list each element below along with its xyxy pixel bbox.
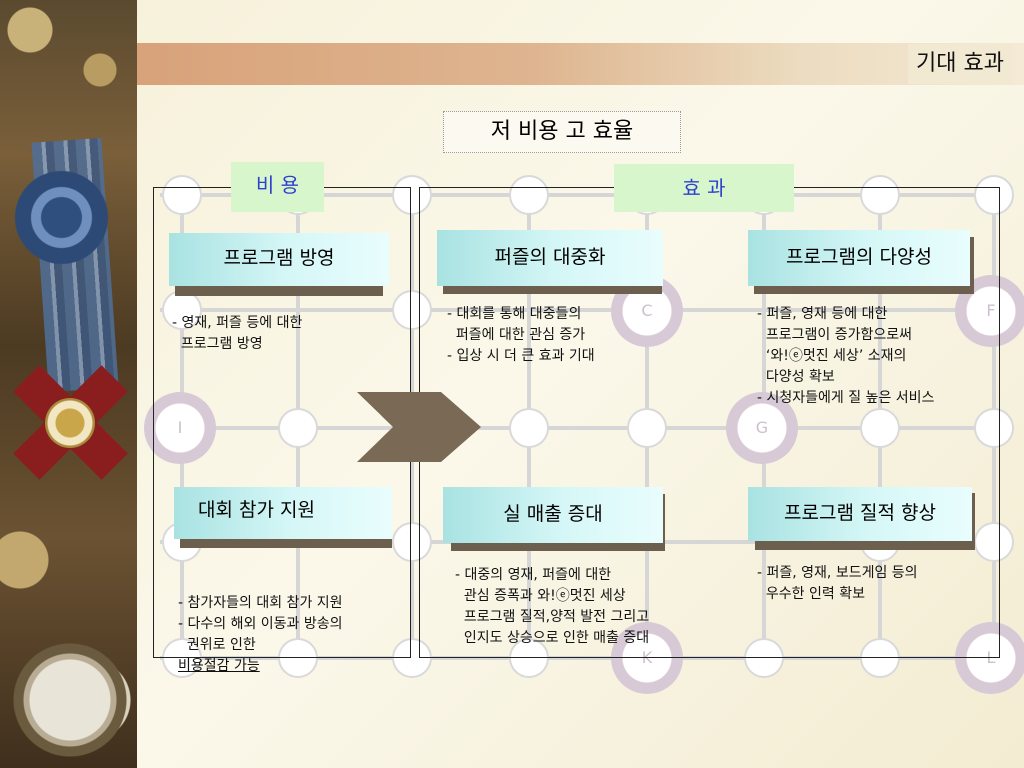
effect-label: 효 과	[614, 164, 794, 212]
desc-line: - 대중의 영재, 퍼즐에 대한	[455, 567, 612, 583]
side-decorative-image	[0, 0, 159, 768]
desc-line: 인지도 상승으로 인한 매출 증대	[455, 630, 650, 646]
desc-line: - 입상 시 더 큰 효과 기대	[447, 348, 595, 364]
grid-node-g: G	[726, 392, 798, 464]
page-title: 기대 효과	[908, 44, 1012, 84]
medal-center	[45, 398, 95, 448]
box-contest-support: 대회 참가 지원	[174, 487, 392, 539]
desc-program-diversity: - 퍼즐, 영재 등에 대한 프로그램이 증가함으로써 ‘와!ⓔ멋진 세상’ 소…	[757, 304, 934, 409]
desc-line: 권위로 인한	[178, 637, 261, 653]
desc-line: - 대회를 통해 대중들의	[447, 306, 582, 322]
desc-line: - 시청자들에게 질 높은 서비스	[757, 390, 935, 406]
cost-saving-text: 비용절감 가능	[178, 658, 260, 674]
box-sales-increase: 실 매출 증대	[443, 487, 663, 543]
desc-line: 프로그램 방영	[172, 336, 263, 352]
cost-label: 비 용	[231, 162, 324, 212]
desc-puzzle-popular: - 대회를 통해 대중들의 퍼즐에 대한 관심 증가 - 입상 시 더 큰 효과 …	[447, 304, 595, 367]
arrow-right-icon	[357, 392, 481, 462]
desc-sales-increase: - 대중의 영재, 퍼즐에 대한 관심 증폭과 와!ⓔ멋진 세상 프로그램 질적…	[455, 565, 649, 649]
desc-line: 다양성 확보	[757, 369, 835, 385]
desc-line: - 퍼즐, 영재 등에 대한	[757, 306, 888, 322]
desc-line: - 다수의 해외 이동과 방송의	[178, 616, 343, 632]
desc-line: - 퍼즐, 영재, 보드게임 등의	[757, 565, 918, 581]
desc-line: - 참가자들의 대회 참가 지원	[178, 595, 343, 611]
desc-line: ‘와!ⓔ멋진 세상’ 소재의	[757, 348, 907, 364]
box-puzzle-popular: 퍼즐의 대중화	[437, 230, 663, 286]
desc-program-broadcast: - 영재, 퍼즐 등에 대한 프로그램 방영	[172, 313, 302, 355]
desc-line: 프로그램이 증가함으로써	[757, 327, 913, 343]
desc-line: 관심 증폭과 와!ⓔ멋진 세상	[455, 588, 626, 604]
desc-line: 퍼즐에 대한 관심 증가	[447, 327, 586, 343]
grid-node-i: I	[144, 392, 216, 464]
desc-line: 우수한 인력 확보	[757, 586, 865, 602]
header-bar	[137, 43, 1024, 85]
medal-rosette	[14, 170, 109, 265]
desc-contest-support: - 참가자들의 대회 참가 지원- 다수의 해외 이동과 방송의 권위로 인한 …	[178, 551, 343, 677]
box-program-diversity: 프로그램의 다양성	[748, 230, 970, 286]
box-program-quality: 프로그램 질적 향상	[748, 487, 972, 541]
box-program-broadcast: 프로그램 방영	[169, 233, 389, 286]
desc-program-quality: - 퍼즐, 영재, 보드게임 등의 우수한 인력 확보	[757, 563, 918, 605]
desc-line: - 영재, 퍼즐 등에 대한	[172, 315, 303, 331]
main-title-box: 저 비용 고 효율	[443, 111, 681, 153]
desc-line: 프로그램 질적,양적 발전 그리고	[455, 609, 650, 625]
compass-icon	[10, 640, 130, 760]
grid-node-l: L	[955, 622, 1024, 694]
